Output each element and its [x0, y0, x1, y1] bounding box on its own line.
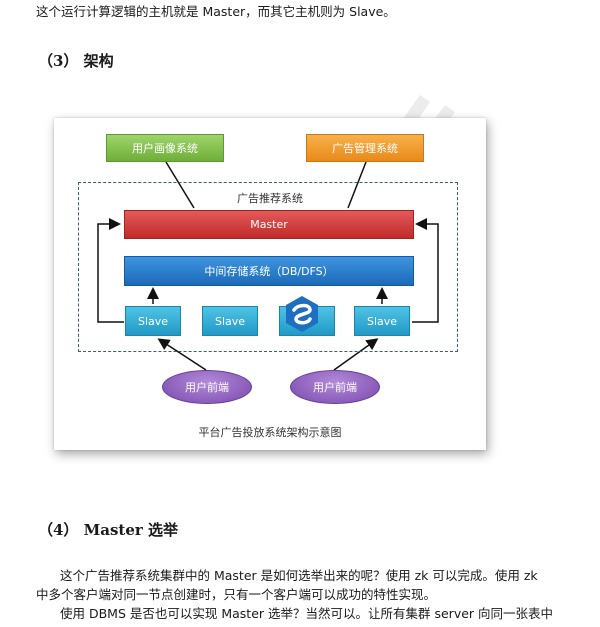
user-frontend-right-oval: 用户前端 — [290, 370, 380, 404]
slave-box: Slave — [125, 306, 181, 336]
diagram-connectors — [97, 161, 439, 371]
architecture-diagram: 广告推荐系统 用户画像系统 广告管理系统 Master 中间存储系统（DB/DF… — [54, 118, 486, 450]
ad-recommend-system-label: 广告推荐系统 — [237, 192, 303, 205]
diagram-caption: 平台广告投放系统架构示意图 — [198, 426, 342, 439]
paragraph-line: 这个运行计算逻辑的主机就是 Master，而其它主机则为 Slave。 — [36, 4, 396, 19]
slave-box: Slave — [354, 306, 410, 336]
master-box: Master — [124, 210, 414, 239]
user-profile-system-box: 用户画像系统 — [106, 134, 224, 162]
paragraph-line: 中多个客户端对同一节点创建时，只有一个客户端可以成功的特性实现。 — [36, 587, 437, 602]
site-logo-icon — [286, 296, 318, 332]
ad-manage-system-box: 广告管理系统 — [306, 134, 424, 162]
section-heading-master-election: （4） Master 选举 — [38, 521, 179, 539]
storage-system-box: 中间存储系统（DB/DFS） — [124, 256, 414, 286]
section-heading-architecture: （3） 架构 — [38, 52, 114, 70]
slave-box: Slave — [202, 306, 258, 336]
paragraph-line: 这个广告推荐系统集群中的 Master 是如何选举出来的呢？使用 zk 可以完成… — [60, 568, 538, 583]
paragraph-line: 使用 DBMS 是否也可以实现 Master 选举？当然可以。让所有集群 ser… — [60, 606, 554, 621]
user-frontend-left-oval: 用户前端 — [162, 370, 252, 404]
ad-recommend-system-boundary — [78, 182, 458, 352]
